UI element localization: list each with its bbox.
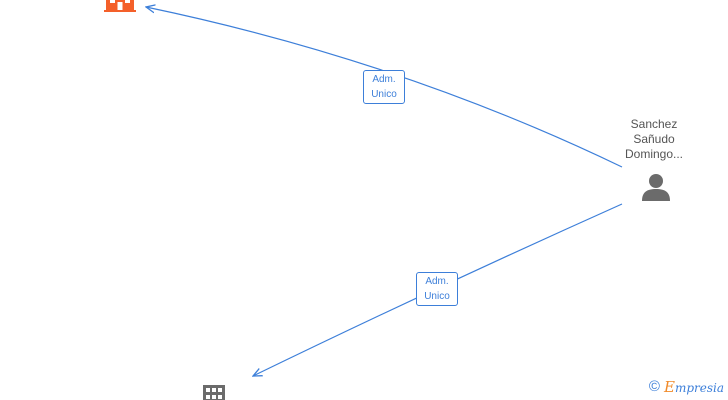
person-name-line: Domingo... xyxy=(624,147,684,161)
edge-label-role: Adm. xyxy=(425,276,449,287)
edge-label-role-type: Unico xyxy=(371,89,397,100)
building-icon[interactable] xyxy=(202,385,226,400)
edge-label-bottom[interactable]: Adm. Unico xyxy=(416,272,458,306)
logo-rest: mpresia xyxy=(674,381,724,395)
building-icon[interactable] xyxy=(104,0,136,14)
copyright-icon: © xyxy=(648,378,660,395)
edge-label-top[interactable]: Adm. Unico xyxy=(363,70,405,104)
person-name-line: Sañudo xyxy=(633,132,675,146)
empresia-logo: Empresia xyxy=(664,378,724,396)
person-name-line: Sanchez xyxy=(630,117,678,131)
edge-label-role-type: Unico xyxy=(424,291,450,302)
empresia-watermark: © Empresia xyxy=(649,378,724,396)
edge-label-role: Adm. xyxy=(372,74,396,85)
logo-initial: E xyxy=(663,378,675,396)
person-name[interactable]: Sanchez Sañudo Domingo... xyxy=(612,117,696,162)
person-icon[interactable] xyxy=(641,172,671,202)
